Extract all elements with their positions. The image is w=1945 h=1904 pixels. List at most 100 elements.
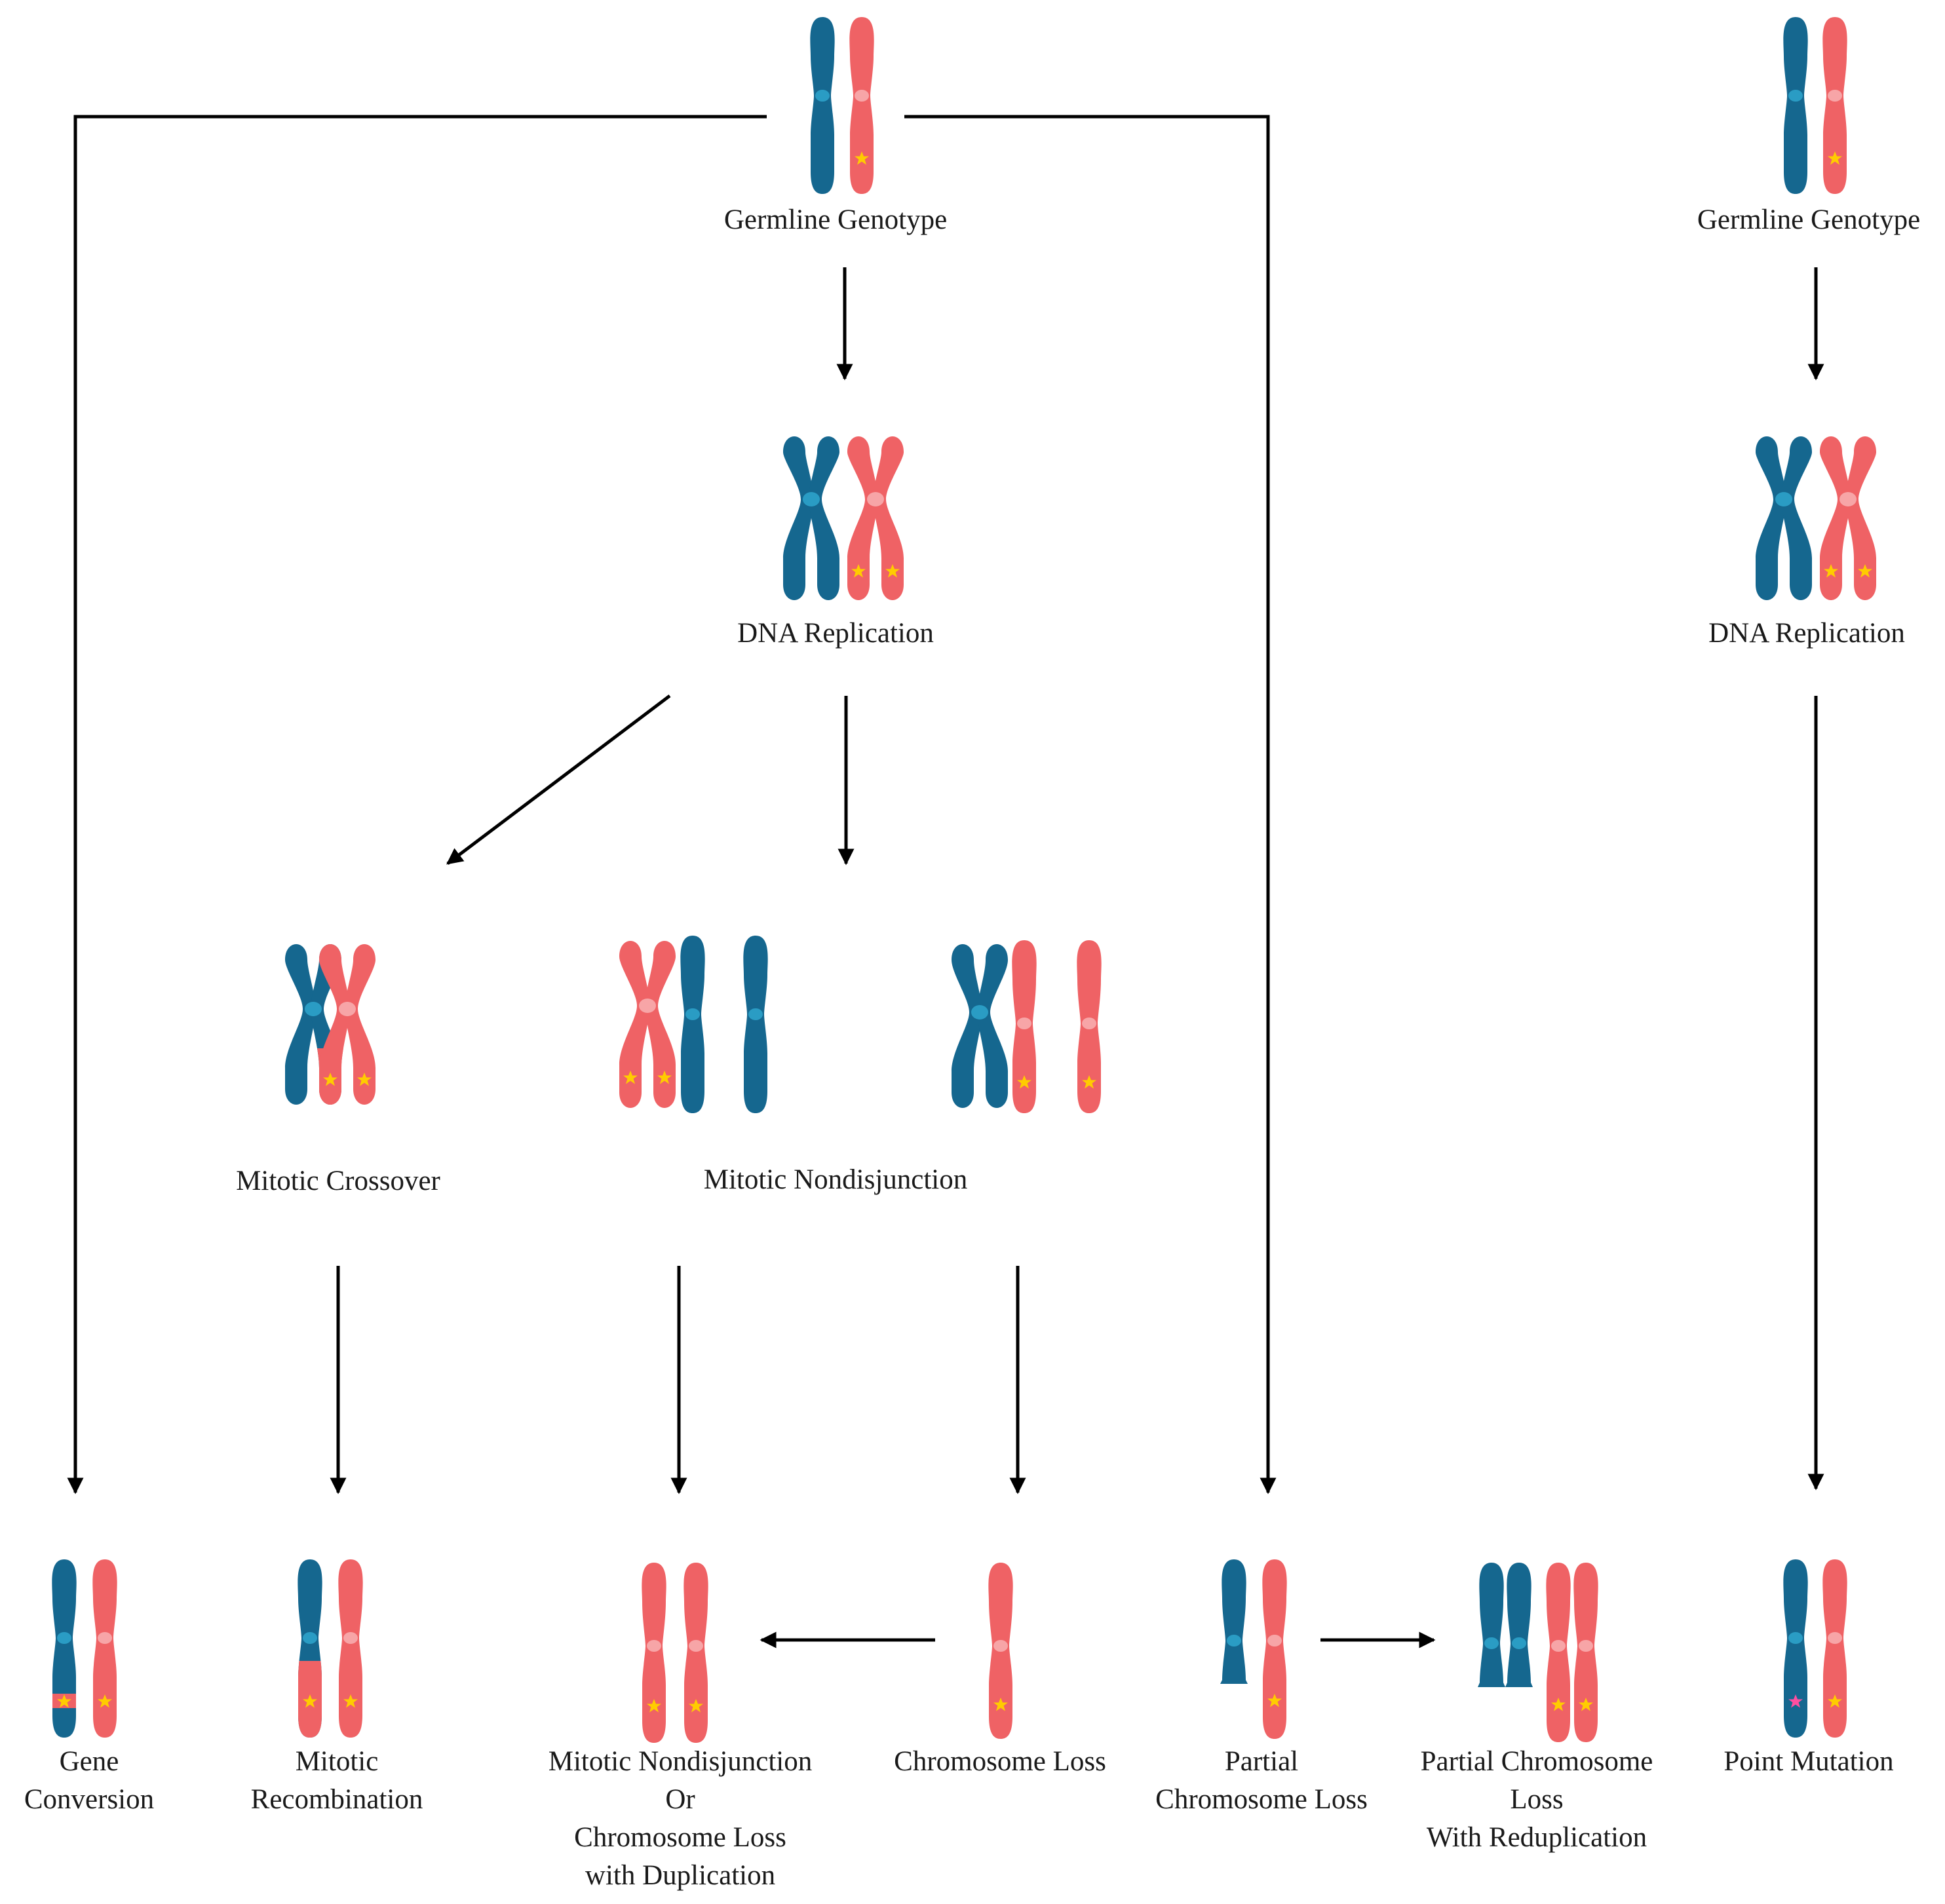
germline-genotype-right [1783, 17, 1847, 194]
sister-chromatid [977, 944, 1008, 1108]
partial-loss-reduplication-label: Partial Chromosome Loss With Reduplicati… [1420, 1746, 1653, 1853]
nondisjunction-config-a [619, 936, 768, 1113]
nondisjunction-or-loss-label: Mitotic Nondisjunction Or Chromosome Los… [548, 1746, 813, 1891]
gene-conversion-label: Gene Conversion [24, 1746, 155, 1815]
sister-chromatid [285, 944, 316, 1105]
mitotic-crossover-label: Mitotic Crossover [236, 1166, 440, 1196]
centromere [305, 1002, 322, 1016]
centromere [867, 492, 884, 506]
centromere [1227, 1635, 1241, 1647]
maternal-chromosome [1783, 17, 1808, 194]
mitotic-recombination-label: Mitotic Recombination [250, 1746, 423, 1815]
replicated-maternal [952, 944, 1008, 1108]
centromere [971, 1005, 988, 1019]
line-germline-to-partial-loss [904, 115, 1277, 1495]
sister-chromatid [619, 941, 650, 1108]
sister-chromatid [645, 941, 676, 1108]
chromosome-loss-figure [988, 1563, 1013, 1739]
centromere [1828, 90, 1842, 102]
germline-genotype-label-right: Germline Genotype [1697, 204, 1921, 235]
centromere [343, 1632, 358, 1644]
mitotic-recombination-figure [298, 1559, 363, 1738]
exchanged-segment [319, 1048, 350, 1105]
centromere [1551, 1640, 1566, 1652]
paternal-chromosome [1573, 1563, 1598, 1742]
centromere [303, 1632, 317, 1644]
paternal-chromosome [1546, 1563, 1571, 1742]
centromere [1267, 1635, 1282, 1647]
centromere [1484, 1637, 1499, 1649]
germline-genotype-left [810, 17, 874, 194]
dna-replication-label-right: DNA Replication [1708, 618, 1905, 649]
paternal-chromosome [92, 1559, 117, 1738]
replicated-maternal [783, 436, 839, 600]
chromosome-figures [52, 17, 1876, 1743]
centromere [1839, 492, 1857, 506]
sister-chromatid [847, 436, 878, 600]
line-germline-to-gene-conversion [67, 115, 767, 1495]
dna-replication-left [783, 436, 904, 600]
nondisjunction-duplication-figure [642, 1563, 708, 1743]
paternal-chromosome [338, 1559, 363, 1738]
centromere [339, 1002, 356, 1016]
centromere [639, 999, 656, 1013]
point-mutation-label: Point Mutation [1724, 1746, 1894, 1777]
connector-lines [67, 115, 1824, 1648]
truncated-maternal-chromosome [1505, 1563, 1533, 1687]
centromere [1788, 90, 1803, 102]
sister-chromatid [345, 944, 376, 1105]
centromere [685, 1008, 700, 1020]
paternal-chromosome [684, 1563, 708, 1743]
sister-chromatid [1820, 436, 1851, 600]
paternal-chromosome [1262, 1559, 1287, 1739]
centromere [855, 90, 869, 102]
nondisjunction-config-b [952, 940, 1102, 1113]
crossover-paternal [319, 944, 376, 1105]
partial-loss-reduplication-figure [1478, 1563, 1598, 1742]
centromere [1828, 1632, 1842, 1644]
germline-genotype-label-left: Germline Genotype [723, 204, 948, 235]
gene-conversion-figure [52, 1559, 117, 1738]
chromosome-loss-label: Chromosome Loss [894, 1746, 1106, 1777]
centromere [57, 1632, 71, 1644]
paternal-chromosome [1822, 17, 1847, 194]
centromere [815, 90, 830, 102]
partial-chromosome-loss-figure [1220, 1559, 1287, 1739]
centromere [647, 1640, 661, 1652]
mitotic-crossover-figure [285, 944, 376, 1105]
centromere [1082, 1018, 1096, 1029]
sister-chromatid [1845, 436, 1876, 600]
centromere [1512, 1637, 1526, 1649]
replicated-paternal [619, 941, 676, 1108]
mutated-maternal-chromosome [1783, 1559, 1808, 1738]
partial-chromosome-loss-label: Partial Chromosome Loss [1155, 1746, 1368, 1815]
paternal-chromosome [642, 1563, 666, 1743]
dna-replication-label-left: DNA Replication [737, 618, 934, 649]
replicated-paternal [847, 436, 904, 600]
sister-chromatid [783, 436, 814, 600]
replicated-paternal [1820, 436, 1876, 600]
centromere [689, 1640, 703, 1652]
sister-chromatid [809, 436, 839, 600]
paternal-chromosome [849, 17, 874, 194]
maternal-chromosome [810, 17, 835, 194]
centromere [1788, 1632, 1803, 1644]
centromere [1017, 1018, 1031, 1029]
maternal-chromatid [743, 936, 768, 1113]
sister-chromatid [873, 436, 904, 600]
replicated-maternal [1756, 436, 1812, 600]
sister-chromatid [1756, 436, 1786, 600]
centromere [1579, 1640, 1593, 1652]
truncated-maternal-chromosome [1220, 1559, 1248, 1684]
arrow-replication-to-crossover [446, 695, 671, 865]
point-mutation-figure [1783, 1559, 1847, 1738]
centromere [803, 492, 820, 506]
centromere [748, 1008, 763, 1020]
centromere [98, 1632, 112, 1644]
maternal-chromatid [680, 936, 705, 1113]
sister-chromatid [1781, 436, 1812, 600]
truncated-maternal-chromosome [1478, 1563, 1505, 1687]
centromere [993, 1640, 1008, 1652]
mitotic-nondisjunction-label: Mitotic Nondisjunction [703, 1164, 968, 1195]
